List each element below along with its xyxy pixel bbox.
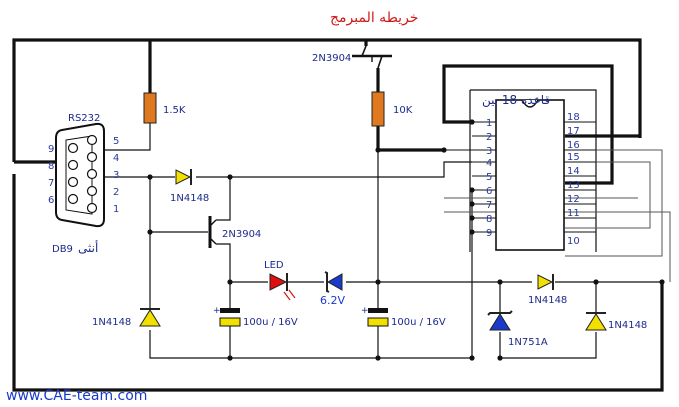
db9-pin-label: 5 bbox=[113, 136, 119, 147]
label-connector-gender: أنثى bbox=[78, 240, 98, 255]
ic-pin-label: 12 bbox=[567, 194, 580, 205]
label-connector-name: RS232 bbox=[68, 113, 100, 124]
ic-pin-label: 2 bbox=[486, 132, 492, 143]
ic-pin-label: 11 bbox=[567, 208, 580, 219]
ic-pin-label: 4 bbox=[486, 158, 492, 169]
db9-pin-label: 3 bbox=[113, 170, 119, 181]
label-diode-right: 1N4148 bbox=[608, 320, 647, 331]
wire-zener-main bbox=[499, 282, 597, 359]
wire-diode-top-right bbox=[196, 161, 472, 178]
label-connector-type: DB9 bbox=[52, 244, 73, 255]
wire-bottom-return bbox=[12, 174, 664, 392]
label-zener-small: 6.2V bbox=[320, 294, 345, 307]
label-resistor-right: 10K bbox=[393, 105, 413, 116]
ic-pin-label: 8 bbox=[486, 214, 492, 225]
ic-pin-labels-left: 1 2 3 4 5 6 7 8 9 bbox=[486, 118, 492, 239]
ic-pin-label: 1 bbox=[486, 118, 492, 129]
diode-right bbox=[585, 312, 607, 331]
website-url: www.CAE-team.com bbox=[6, 388, 147, 404]
wire-pin14-loop bbox=[442, 64, 614, 185]
ic-pin-label: 18 bbox=[567, 112, 580, 123]
db9-connector bbox=[55, 122, 105, 228]
ic-pin-labels-right: 18 17 16 15 14 13 12 11 10 bbox=[567, 112, 580, 247]
ic-socket bbox=[444, 99, 596, 251]
db9-pin-label: 8 bbox=[48, 161, 54, 172]
ic-pin-label: 10 bbox=[567, 236, 580, 247]
ic-pin-label: 7 bbox=[486, 200, 492, 211]
resistor-right bbox=[371, 91, 385, 127]
db9-pin-label: 1 bbox=[113, 204, 119, 215]
junctions bbox=[147, 119, 665, 361]
diode-top bbox=[175, 169, 192, 185]
ic-pin-label: 5 bbox=[486, 172, 492, 183]
label-socket: قاعده 18 بين bbox=[482, 93, 550, 108]
diagram-title: خريطه المبرمج bbox=[330, 10, 418, 26]
label-transistor-mid: 2N3904 bbox=[222, 229, 261, 240]
wire-socket-right-1 bbox=[565, 149, 663, 257]
label-zener-main: 1N751A bbox=[508, 337, 548, 348]
label-transistor-top: 2N3904 bbox=[312, 53, 351, 64]
wire-q2-collector bbox=[216, 177, 231, 221]
ic-pin-label: 3 bbox=[486, 146, 492, 157]
diode-right-top bbox=[537, 274, 554, 290]
db9-pin-labels-right: 5 4 3 2 1 bbox=[113, 136, 119, 215]
db9-pin-label: 7 bbox=[48, 178, 54, 189]
ic-pin-label: 13 bbox=[567, 180, 580, 191]
diode-left bbox=[139, 308, 161, 327]
wire-q2-emitter bbox=[216, 243, 231, 282]
db9-pin-label: 9 bbox=[48, 144, 54, 155]
zener-main bbox=[487, 310, 513, 331]
wire-r1-down bbox=[100, 123, 151, 151]
label-led: LED bbox=[264, 260, 284, 271]
ic-pin-label: 6 bbox=[486, 186, 492, 197]
ic-pin-label: 14 bbox=[567, 166, 580, 177]
cap-right: + bbox=[361, 306, 389, 327]
db9-pin-label: 2 bbox=[113, 187, 119, 198]
db9-pin-labels-left: 9 8 7 6 bbox=[48, 144, 54, 206]
label-diode-left: 1N4148 bbox=[92, 317, 131, 328]
wire-socket-right-2 bbox=[565, 161, 651, 229]
label-diode-top: 1N4148 bbox=[170, 193, 209, 204]
ic-pin-label: 9 bbox=[486, 228, 492, 239]
label-diode-right-top: 1N4148 bbox=[528, 295, 567, 306]
wire-top-bus bbox=[12, 38, 642, 162]
resistor-left bbox=[143, 92, 157, 124]
svg-text:+: + bbox=[213, 306, 221, 316]
db9-pin-label: 6 bbox=[48, 195, 54, 206]
svg-text:+: + bbox=[361, 306, 369, 316]
transistor-top bbox=[352, 45, 392, 69]
transistor-mid bbox=[208, 216, 217, 248]
db9-pin-label: 4 bbox=[113, 153, 119, 164]
zener-small bbox=[324, 271, 343, 293]
wire-left-bottom bbox=[149, 330, 472, 359]
label-resistor-left: 1.5K bbox=[163, 105, 186, 116]
ic-pin-label: 15 bbox=[567, 152, 580, 163]
label-cap-left: 100u / 16V bbox=[243, 317, 298, 328]
label-cap-right: 100u / 16V bbox=[391, 317, 446, 328]
led bbox=[269, 273, 296, 301]
ic-pin-label: 17 bbox=[567, 126, 580, 137]
ic-pin-label: 16 bbox=[567, 140, 580, 151]
cap-left: + bbox=[213, 306, 241, 327]
